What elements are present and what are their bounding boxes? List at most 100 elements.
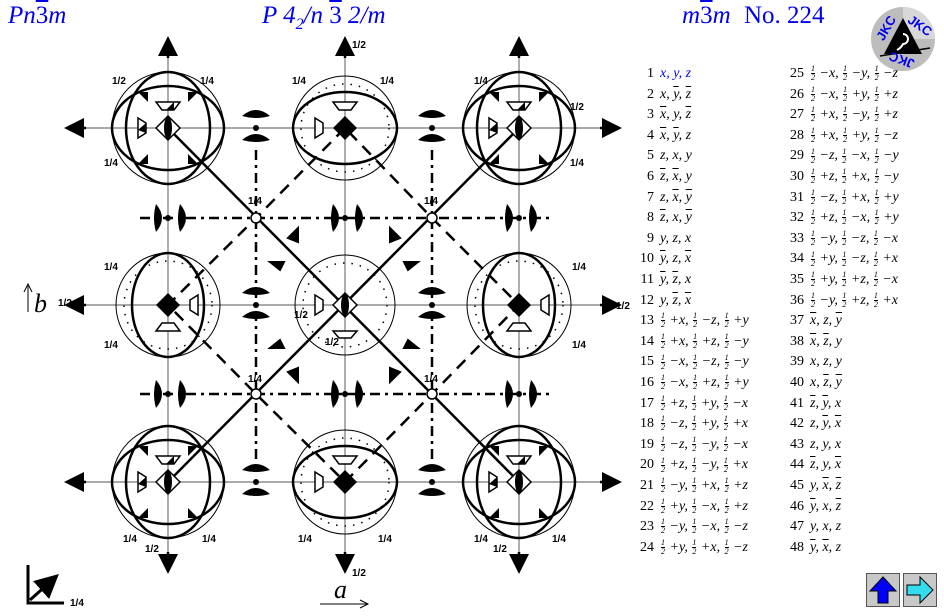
navigate-next-button[interactable] [903, 573, 937, 607]
operation-number: 23 [640, 519, 654, 535]
operation-number: 38 [790, 333, 804, 349]
operation-number: 28 [790, 127, 804, 143]
operation-coordinates: z, y, x [810, 395, 842, 411]
operation-number: 4 [647, 127, 654, 143]
svg-text:1/4: 1/4 [378, 534, 392, 545]
svg-text:1/4: 1/4 [570, 158, 584, 169]
symbol-part: P 4 [262, 2, 296, 29]
symmetry-element-diagram: b 1/2 a 1/4 1/2 1/2 1/2 1/4 1/4 1/4 1/4 … [23, 36, 630, 609]
operation-number: 9 [647, 230, 654, 246]
operation-number: 16 [640, 375, 654, 390]
svg-text:1/4: 1/4 [104, 158, 118, 169]
operation-number: 18 [640, 416, 654, 432]
operation-coordinates: z, y, x [810, 457, 842, 473]
symmetry-operation-11: 11 y, z, x [630, 270, 692, 290]
symmetry-operation-44: 44 z, y, x [780, 455, 841, 475]
navigate-up-button[interactable] [866, 573, 900, 607]
operation-number: 7 [647, 189, 654, 205]
svg-text:1/4: 1/4 [572, 262, 586, 273]
jkc-logo-icon[interactable]: JKC JKC JKC [870, 6, 936, 72]
symbol-bar-part: 3 [35, 2, 49, 29]
operation-number: 47 [790, 519, 804, 535]
operation-number: 11 [640, 272, 654, 287]
operation-number: 21 [640, 478, 654, 493]
operation-number: 34 [790, 251, 804, 267]
operation-number: 24 [640, 539, 654, 555]
svg-text:1/4: 1/4 [104, 340, 118, 351]
operation-coordinates: x, y, z [660, 86, 692, 102]
operation-number: 44 [790, 457, 804, 473]
symbol-part: /n [303, 2, 330, 29]
symmetry-operation-47: 47 y, x, z [780, 517, 841, 537]
operation-coordinates: y, z, x [660, 251, 692, 267]
arrow-up-icon [868, 576, 898, 604]
svg-text:1/4: 1/4 [424, 374, 438, 385]
symbol-part: m [48, 2, 67, 29]
operation-coordinates: x, z, y [810, 354, 842, 370]
point-group-symbol: m3m [682, 2, 731, 30]
a-axis: a [320, 575, 370, 609]
svg-text:1/4: 1/4 [298, 534, 312, 545]
operation-number: 29 [790, 148, 804, 164]
svg-text:1/2: 1/2 [58, 298, 72, 309]
operation-number: 33 [790, 230, 804, 246]
operation-coordinates: y, x, z [810, 519, 842, 535]
operation-number: 35 [790, 272, 804, 287]
svg-text:1/4: 1/4 [248, 196, 262, 207]
operation-number: 48 [790, 539, 804, 555]
svg-text:1/4: 1/4 [292, 76, 306, 87]
symmetry-operation-42: 42 z, y, x [780, 414, 841, 434]
height-legend: 1/4 [26, 565, 84, 609]
operation-number: 46 [790, 498, 804, 514]
operation-coordinates: y, z, x [660, 272, 692, 287]
b-axis: b 1/2 [23, 282, 72, 318]
svg-text:1/4: 1/4 [248, 374, 262, 385]
symbol-subscript: 2 [295, 16, 304, 33]
operation-number: 45 [790, 478, 804, 493]
operation-coordinates: z, x, y [660, 169, 692, 184]
symmetry-operation-48: 48 y, x, z [780, 538, 841, 558]
symbol-part: m [712, 2, 731, 29]
svg-text:1/4: 1/4 [572, 340, 586, 351]
operation-number: 42 [790, 416, 804, 432]
operation-coordinates: z, y, x [810, 436, 842, 452]
svg-text:1/4: 1/4 [474, 534, 488, 545]
operation-number: 39 [790, 354, 804, 370]
operation-coordinates: y, x, z [810, 539, 842, 555]
svg-text:1/2: 1/2 [145, 544, 159, 555]
operation-number: 40 [790, 375, 804, 390]
hermann-mauguin-full-symbol: P 42/n 3 2/m [262, 2, 386, 34]
operation-number: 14 [640, 333, 654, 349]
svg-text:1/4: 1/4 [200, 76, 214, 87]
operation-coordinates: z, x, y [660, 189, 692, 205]
operation-number: 12 [640, 292, 654, 308]
svg-text:1/2: 1/2 [493, 544, 507, 555]
svg-text:1/4: 1/4 [474, 76, 488, 87]
svg-text:1/2: 1/2 [294, 310, 308, 321]
operation-coordinates: z, y, x [810, 416, 842, 432]
top-height-label: 1/2 [352, 40, 366, 51]
operation-coordinates: y, z, x [660, 230, 692, 246]
